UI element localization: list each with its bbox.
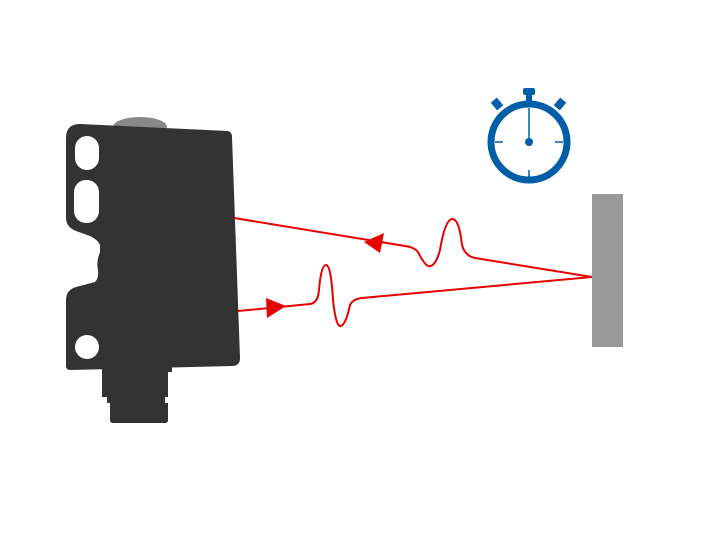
sensor-connector — [102, 366, 172, 423]
sensor-icon — [66, 117, 240, 423]
return-arrow-icon — [364, 233, 384, 253]
emitted-beam — [237, 263, 593, 328]
sensor-hole-slot-top — [75, 136, 99, 170]
emit-arrow-icon — [266, 298, 286, 318]
light-beams — [233, 217, 593, 328]
target-surface — [592, 194, 623, 347]
sensor-hole-slot-middle — [74, 180, 99, 223]
sensor-body — [66, 124, 240, 370]
stopwatch-icon — [487, 88, 571, 184]
return-beam — [233, 217, 593, 278]
sensor-hole-bottom — [75, 335, 99, 359]
